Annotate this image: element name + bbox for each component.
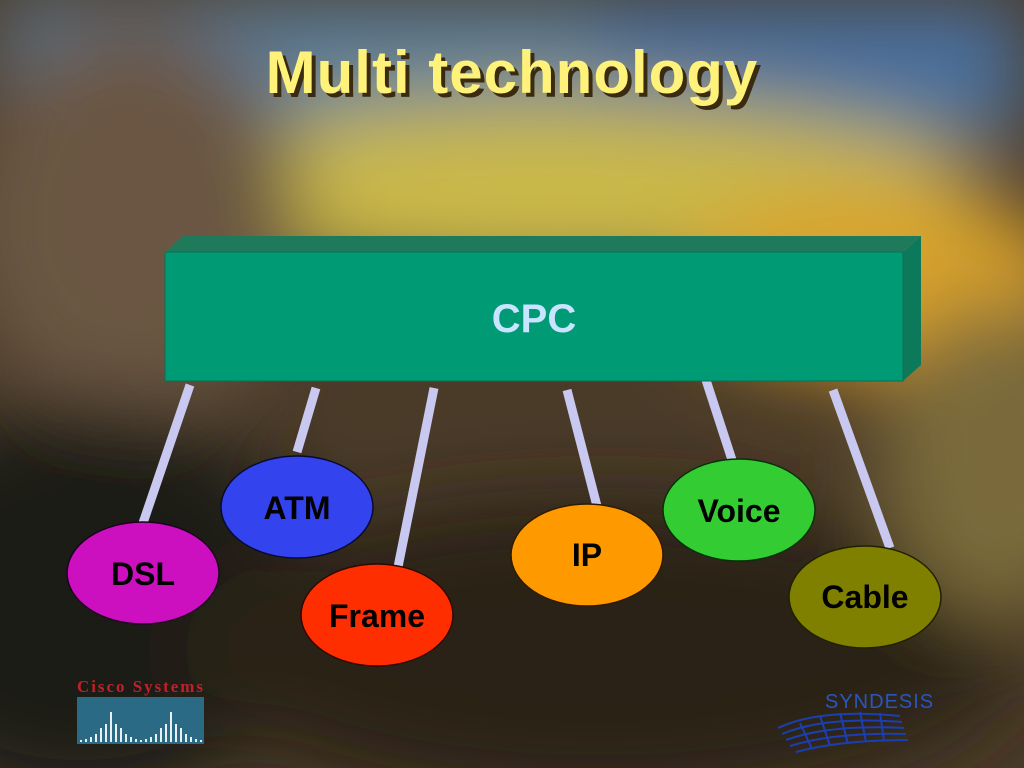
node-ip-label: IP: [572, 537, 602, 573]
cisco-bar: [155, 734, 157, 742]
cisco-bar: [165, 724, 167, 742]
cisco-logo: Cisco Systems: [77, 677, 205, 744]
cisco-bar: [195, 739, 197, 742]
node-dsl: DSL: [66, 521, 220, 625]
cpc-hub-side-face: [903, 236, 921, 381]
cpc-hub-label: CPC: [492, 297, 576, 341]
cisco-bar: [90, 737, 92, 742]
node-dsl-shape: [66, 521, 220, 625]
cisco-bar: [180, 728, 182, 742]
cisco-bar: [85, 739, 87, 742]
connector-atm: [292, 386, 321, 454]
syndesis-logo-grid-icon: [777, 711, 909, 753]
cisco-bar: [120, 728, 122, 742]
cisco-bar: [125, 734, 127, 742]
cpc-hub-top-face: [165, 236, 921, 252]
cisco-bar: [115, 724, 117, 742]
cpc-hub-front-face: [164, 251, 904, 382]
cisco-bar: [170, 712, 172, 742]
connector-voice: [701, 378, 738, 465]
cisco-bar: [100, 728, 102, 742]
cisco-bar: [190, 737, 192, 742]
cisco-bar: [200, 740, 202, 742]
connector-lines: [138, 378, 895, 568]
cisco-logo-bridge-icon: [80, 712, 202, 742]
cisco-bar: [105, 724, 107, 742]
cisco-bar: [140, 740, 142, 742]
node-dsl-label: DSL: [111, 556, 175, 592]
cisco-bar: [135, 739, 137, 742]
cpc-hub: CPC: [164, 236, 921, 382]
syndesis-logo-text: SYNDESIS: [825, 691, 934, 713]
node-ip: IP: [510, 503, 664, 607]
node-voice: Voice: [662, 458, 816, 562]
cisco-bar: [145, 739, 147, 742]
node-cable-label: Cable: [821, 579, 908, 615]
connector-frame: [393, 387, 439, 568]
cisco-bar: [80, 740, 82, 742]
node-frame-shape: [300, 563, 454, 667]
cisco-bar: [130, 737, 132, 742]
cisco-bar: [185, 734, 187, 742]
connector-cable: [828, 388, 895, 550]
node-ip-shape: [510, 503, 664, 607]
cisco-logo-text: Cisco Systems: [77, 677, 205, 696]
cisco-bar: [110, 712, 112, 742]
node-voice-shape: [662, 458, 816, 562]
cisco-bar: [160, 728, 162, 742]
node-atm: ATM: [220, 455, 374, 559]
syndesis-logo: SYNDESIS: [777, 691, 934, 753]
cisco-bar: [150, 737, 152, 742]
node-atm-label: ATM: [264, 490, 331, 526]
cisco-bar: [95, 734, 97, 742]
cisco-logo-panel: [77, 697, 204, 744]
node-cable: Cable: [788, 545, 942, 649]
slide-title: Multi technology: [265, 39, 759, 106]
cisco-bar: [175, 724, 177, 742]
node-frame-label: Frame: [329, 598, 425, 634]
node-atm-shape: [220, 455, 374, 559]
node-frame: Frame: [300, 563, 454, 667]
connector-ip: [562, 388, 603, 512]
node-voice-label: Voice: [698, 493, 781, 529]
node-cable-shape: [788, 545, 942, 649]
connector-dsl: [138, 383, 195, 525]
